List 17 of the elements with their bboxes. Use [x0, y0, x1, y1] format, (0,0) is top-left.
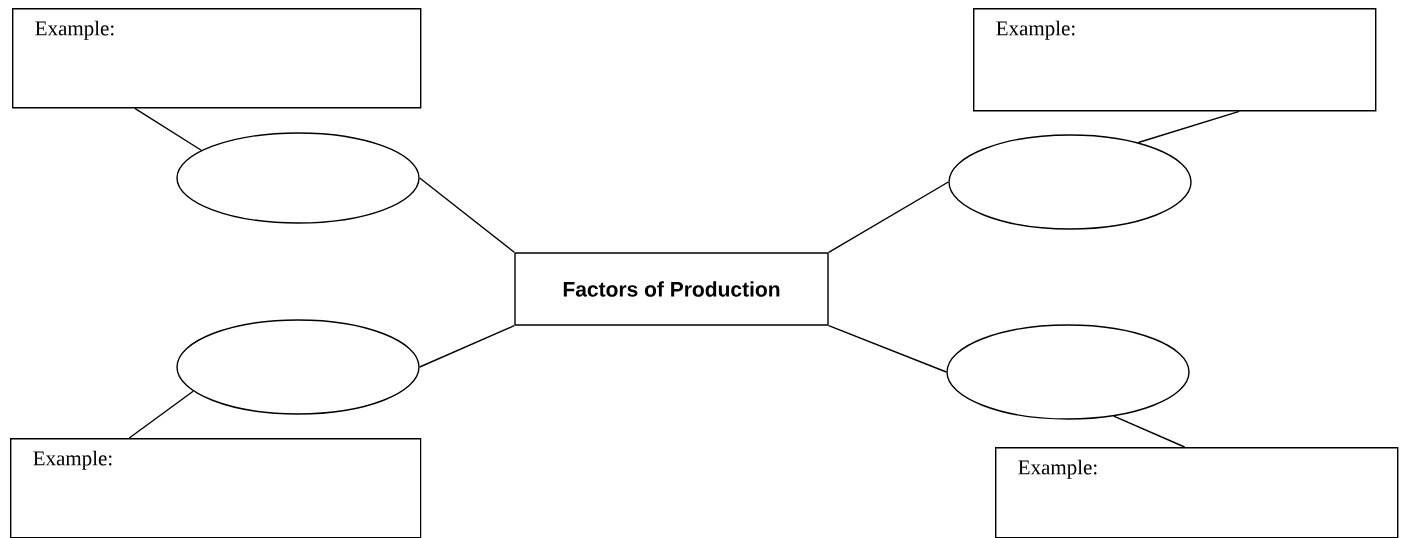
connector-line [419, 325, 515, 368]
connector-line [828, 181, 949, 253]
connector-line [128, 390, 194, 439]
title-box: Factors of Production [514, 252, 829, 326]
example-box: Example: [995, 447, 1399, 538]
example-box: Example: [973, 8, 1377, 112]
ellipse [176, 132, 420, 224]
connector-line [419, 177, 515, 253]
connector-line [1113, 415, 1186, 448]
connector-line [1137, 110, 1240, 144]
ellipse [948, 134, 1192, 230]
connector-line [828, 325, 947, 373]
ellipse [176, 319, 420, 415]
ellipse [946, 324, 1190, 420]
example-box: Example: [12, 8, 422, 109]
connector-line [134, 107, 202, 151]
example-box: Example: [10, 438, 422, 538]
